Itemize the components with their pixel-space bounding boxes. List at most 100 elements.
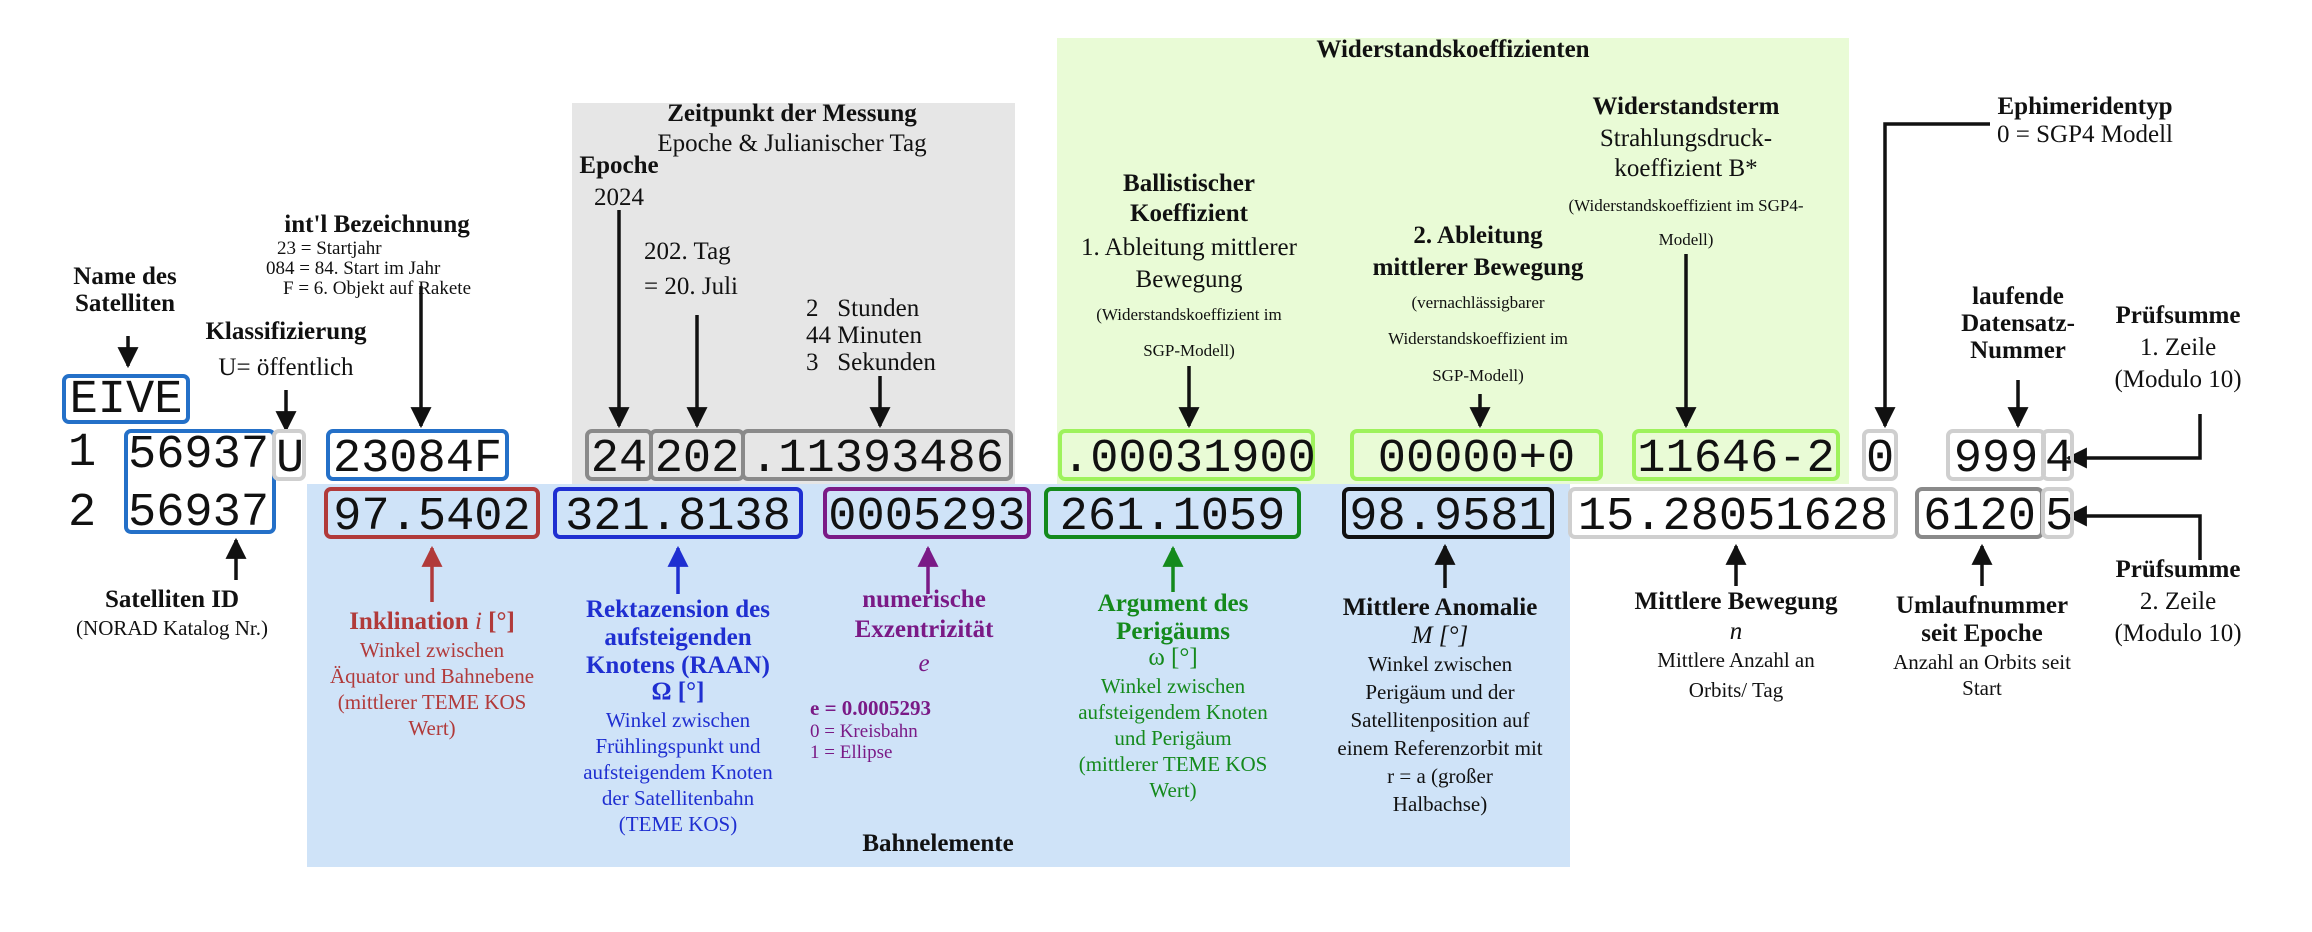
arg-perigee-box: 261.1059	[1044, 487, 1301, 543]
second-deriv-title-2: mittlerer Bewegung	[1372, 254, 1584, 281]
checksum2-title: Prüfsumme	[2115, 556, 2241, 583]
bstar-line-4: (Widerstandskoeffizient im SGP4-	[1568, 196, 1804, 215]
classification: U	[276, 433, 305, 486]
mean-motion-line-3: Mittlere Anzahl an	[1657, 648, 1815, 672]
raan-line-6: Frühlingspunkt und	[595, 734, 761, 758]
classification-box: U	[272, 429, 306, 485]
intl-line-2: 084 = 84. Start im Jahr	[266, 258, 441, 279]
ballistic-line-6: SGP-Modell)	[1143, 341, 1235, 360]
satellite-name-title-2: Satelliten	[75, 290, 175, 317]
rev-number-box: 6120	[1915, 487, 2044, 543]
element-set-box: 999	[1946, 429, 2046, 485]
checksum2-line-3: (Modulo 10)	[2114, 620, 2242, 647]
epoch-time-2: 44 Minuten	[806, 322, 922, 349]
arg-perigee-line-8: Wert)	[1149, 778, 1197, 802]
satellite-id-title: Satelliten ID	[104, 586, 240, 613]
raan-line-5: Winkel zwischen	[605, 708, 751, 732]
epoch-region	[572, 103, 1015, 484]
mean-motion-symbol: n	[1729, 618, 1743, 645]
eccentricity-title-2: Exzentrizität	[854, 616, 994, 643]
checksum1: 4	[2045, 433, 2074, 486]
orbital-elements-title: Bahnelemente	[862, 830, 1014, 857]
raan-title-3: Knotens (RAAN)	[585, 652, 771, 679]
arg-perigee: 261.1059	[1059, 491, 1286, 544]
orbital-elements-region	[307, 484, 1570, 867]
line1-satellite-id: 56937	[128, 429, 270, 482]
mean-anomaly-line-3: Winkel zwischen	[1367, 652, 1513, 676]
eccentricity-box: 0005293	[823, 487, 1031, 543]
arg-perigee-line-6: und Perigäum	[1114, 726, 1232, 750]
mean-anomaly-line-4: Perigäum und der	[1365, 680, 1515, 704]
drag-coefficients-title: Widerstandskoeffizienten	[1316, 36, 1590, 63]
eccentricity: 0005293	[828, 491, 1026, 544]
ballistic-coefficient: .00031900	[1062, 433, 1316, 486]
intl-line-1: 23 = Startjahr	[277, 238, 382, 259]
second-derivative-box: 00000+0	[1350, 429, 1603, 485]
eccentricity-title-1: numerische	[862, 586, 986, 613]
epoch-year-box: 24	[585, 429, 653, 485]
bstar: 11646-2	[1637, 433, 1835, 486]
mean-anomaly-line-5: Satellitenposition auf	[1350, 708, 1530, 732]
ballistic-line-4: Bewegung	[1135, 266, 1243, 293]
ballistic-line-5: (Widerstandskoeffizient im	[1096, 305, 1282, 324]
satellite-name-box: EIVE	[62, 374, 190, 426]
rev-number: 6120	[1923, 491, 2036, 544]
intl-designator-box: 23084F	[326, 429, 509, 485]
epoch-time-1: 2 Stunden	[806, 295, 920, 322]
raan-title-1: Rektazension des	[585, 596, 771, 623]
checksum1-title: Prüfsumme	[2115, 302, 2241, 329]
checksum2-line-2: 2. Zeile	[2139, 588, 2217, 615]
inclination-title: Inklination i [°]	[349, 608, 515, 636]
bstar-box: 11646-2	[1632, 429, 1840, 485]
classification-title: Klassifizierung	[205, 318, 367, 345]
ballistic-title-1: Ballistischer	[1123, 170, 1255, 197]
line2-number: 2	[68, 487, 97, 540]
arg-perigee-line-5: aufsteigendem Knoten	[1078, 700, 1268, 724]
element-set-number: 999	[1953, 433, 2039, 486]
epoch-measure-title: Zeitpunkt der Messung	[667, 100, 917, 127]
rev-number-title-1: Umlaufnummer	[1895, 592, 2069, 619]
eccentricity-circle: 0 = Kreisbahn	[810, 721, 918, 742]
checksum2-box: 5	[2041, 487, 2074, 543]
bstar-line-2: Strahlungsdruck-	[1599, 125, 1773, 152]
bstar-line-5: Modell)	[1658, 230, 1714, 249]
mean-anomaly-box: 98.9581	[1342, 487, 1554, 543]
satellite-id-box	[124, 429, 276, 534]
inclination-box: 97.5402	[324, 487, 540, 543]
mean-anomaly-line-7: r = a (großer	[1387, 764, 1493, 788]
second-deriv-line-4: Widerstandskoeffizient im	[1388, 329, 1568, 348]
elset-title-1: laufende	[1972, 283, 2064, 310]
inclination-title-text: Inklination	[349, 608, 475, 635]
second-deriv-title-1: 2. Ableitung	[1413, 222, 1543, 249]
ballistic-coefficient-box: .00031900	[1058, 429, 1316, 485]
bstar-line-3: koeffizient B*	[1614, 155, 1758, 182]
inclination-line-3: (mittlerer TEME KOS	[337, 690, 527, 714]
inclination: 97.5402	[333, 491, 531, 544]
inclination-line-4: Wert)	[408, 716, 456, 740]
intl-designator-title: int'l Bezeichnung	[284, 211, 470, 238]
classification-sub: U= öffentlich	[218, 354, 354, 381]
arg-perigee-line-7: (mittlerer TEME KOS	[1078, 752, 1268, 776]
eccentricity-value: e = 0.0005293	[810, 696, 932, 720]
ephemeris-type-box: 0	[1862, 429, 1898, 485]
eccentricity-ellipse: 1 = Ellipse	[810, 742, 893, 763]
epoch-fraction: .11393486	[750, 433, 1004, 486]
inclination-unit: [°]	[481, 608, 515, 635]
arg-perigee-title-2: Perigäums	[1116, 618, 1230, 645]
mean-anomaly: 98.9581	[1349, 491, 1547, 544]
rev-number-title-2: seit Epoche	[1921, 620, 2043, 647]
mean-motion-box: 15.28051628	[1568, 487, 1898, 543]
mean-motion-title: Mittlere Bewegung	[1634, 588, 1838, 615]
intl-line-3: F = 6. Objekt auf Rakete	[283, 278, 472, 299]
arrow-checksum2	[2065, 505, 2202, 560]
epoch-day: 202	[654, 433, 740, 486]
rev-number-line-3: Anzahl an Orbits seit	[1893, 650, 2071, 674]
arrow-ephemeris	[1874, 122, 1990, 429]
satellite-name-title-1: Name des	[73, 263, 177, 290]
raan-symbol: Ω [°]	[651, 678, 705, 705]
raan-title-2: aufsteigenden	[604, 624, 752, 651]
inclination-line-2: Äquator und Bahnebene	[329, 664, 535, 688]
mean-anomaly-symbol: M [°]	[1411, 622, 1469, 649]
ephemeris-title: Ephimeridentyp	[1997, 93, 2173, 120]
line2-satellite-id: 56937	[128, 487, 270, 540]
